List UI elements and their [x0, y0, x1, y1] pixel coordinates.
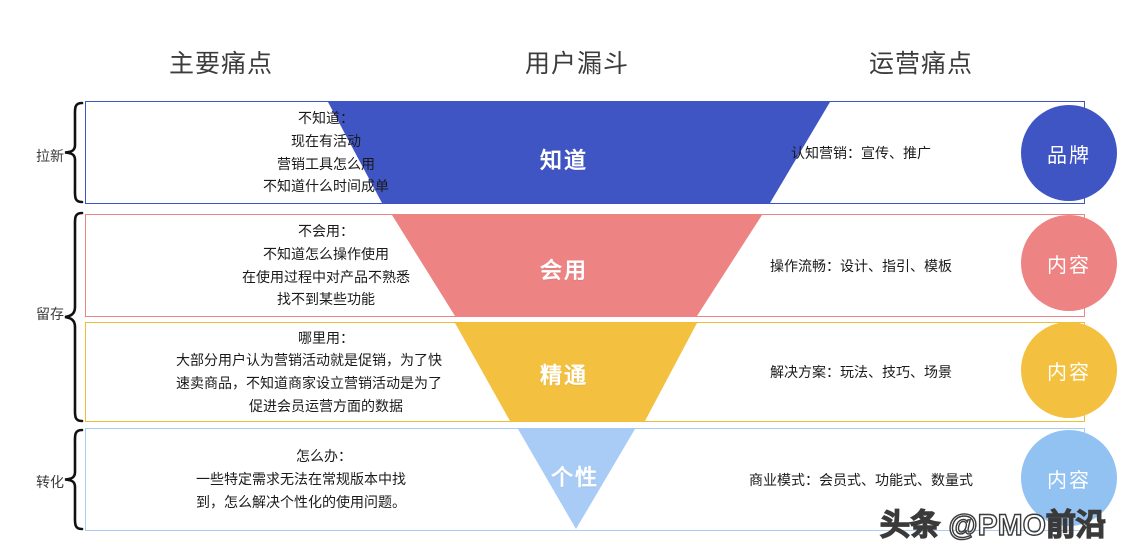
funnel-stage-label-mastery: 精通 [540, 363, 589, 388]
pain-point-line: 大部分用户认为营销活动就是促销，为了快 [176, 352, 442, 369]
pain-point-line: 不知道怎么操作使用 [263, 245, 389, 262]
funnel-stage-label-awareness: 知道 [540, 148, 589, 173]
pain-point-line: 在使用过程中对产品不熟悉 [242, 268, 410, 285]
pain-point-line: 找不到某些功能 [277, 291, 375, 308]
column-header-operation-pain: 运营痛点 [869, 50, 974, 78]
pain-point-cell: 不会用： 不知道怎么操作使用 在使用过程中对产品不熟悉 找不到某些功能 [176, 215, 476, 316]
funnel-stage-label-custom: 个性 [551, 465, 600, 490]
funnel-stage-label-usage: 会用 [540, 258, 589, 283]
brace-conversion [62, 428, 84, 531]
operation-pain-cell: 认知营销：宣传、推广 [791, 144, 931, 161]
pain-point-title: 不会用： [298, 223, 354, 240]
pain-point-line: 营销工具怎么用 [277, 155, 375, 172]
brace-retention [62, 211, 84, 423]
pain-point-cell: 哪里用： 大部分用户认为营销活动就是促销，为了快 速卖商品，不知道商家设立营销活… [161, 323, 491, 421]
pain-point-cell: 怎么办： 一些特定需求无法在常规版本中找 到，怎么解决个性化的使用问题。 [164, 429, 484, 530]
operation-pain-cell: 解决方案：玩法、技巧、场景 [770, 364, 952, 380]
pain-point-line: 现在有活动 [291, 132, 361, 149]
outcome-badge-content-mastery: 内容 [1021, 322, 1117, 418]
column-header-user-funnel: 用户漏斗 [525, 50, 630, 78]
outcome-badge-content-usage: 内容 [1021, 215, 1117, 311]
column-header-pain-points: 主要痛点 [169, 50, 274, 78]
stage-group-label-retention: 留存 [36, 306, 64, 322]
pain-point-line: 速卖商品，不知道商家设立营销活动是为了 [176, 375, 442, 391]
pain-point-line: 促进会员运营方面的数据 [249, 397, 403, 414]
operation-pain-cell: 操作流畅：设计、指引、模板 [770, 257, 952, 274]
stage-group-label-conversion: 转化 [36, 474, 64, 490]
pain-point-title: 怎么办： [296, 448, 352, 465]
pain-point-title: 不知道： [298, 110, 354, 127]
pain-point-line: 到，怎么解决个性化的使用问题。 [196, 493, 406, 510]
stage-group-label-acquisition: 拉新 [36, 148, 64, 164]
watermark: 头条 @PMO前沿 [879, 508, 1106, 542]
operation-pain-cell: 商业模式：会员式、功能式、数量式 [749, 471, 973, 488]
pain-point-title: 哪里用： [298, 329, 354, 346]
brace-acquisition [62, 101, 84, 204]
outcome-badge-brand: 品牌 [1021, 105, 1117, 201]
pain-point-line: 不知道什么时间成单 [263, 178, 389, 195]
pain-point-line: 一些特定需求无法在常规版本中找 [196, 471, 406, 488]
pain-point-cell: 不知道： 现在有活动 营销工具怎么用 不知道什么时间成单 [176, 102, 476, 203]
outcome-badge-content-custom: 内容 [1021, 430, 1117, 526]
